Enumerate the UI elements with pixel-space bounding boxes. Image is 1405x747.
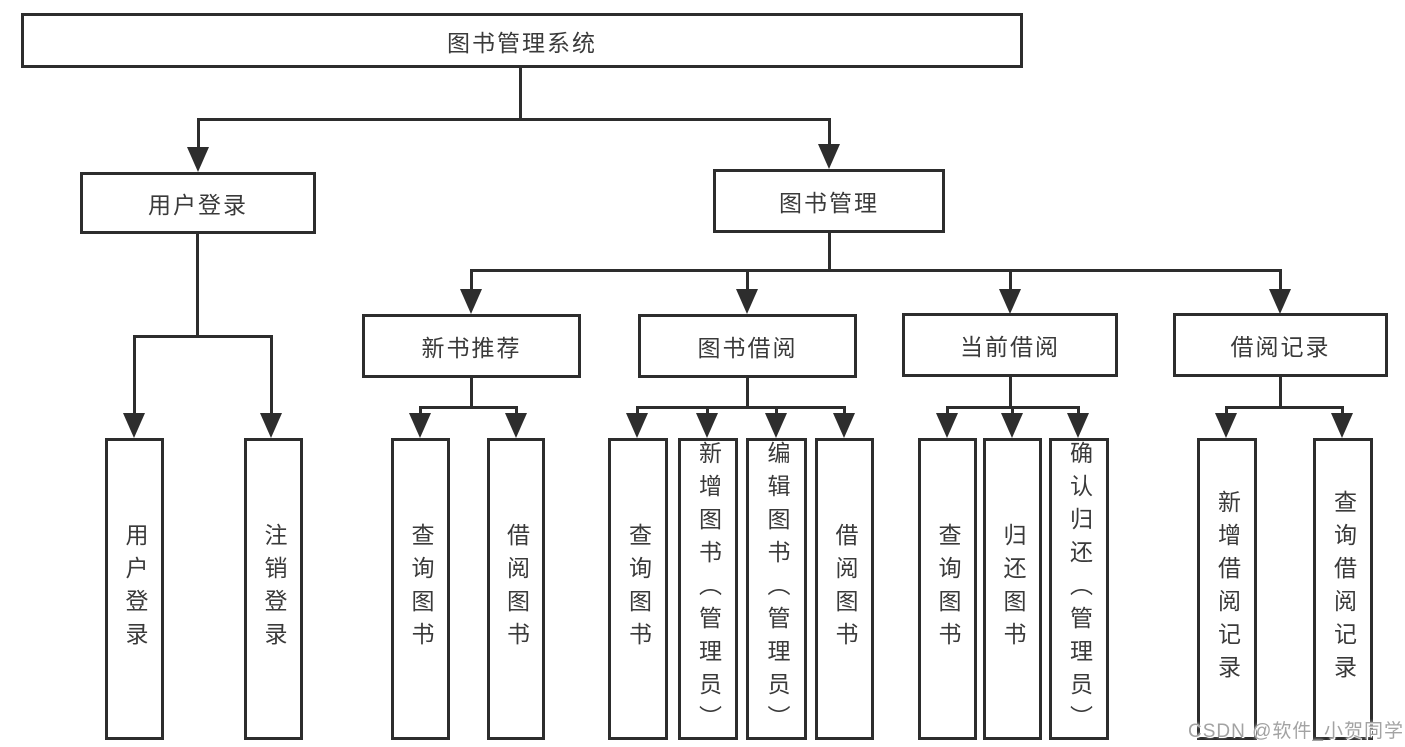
connector-stub-leaf [843,406,846,416]
leaf-confirm-return-admin: 确认归还（管理员） [1049,438,1109,740]
node-new-book-recommend: 新书推荐 [362,314,581,378]
connector-book-management-split [470,269,1281,272]
connector-stub-leaf [1225,406,1228,416]
node-root: 图书管理系统 [21,13,1023,68]
connector-new-book-split [419,406,518,409]
leaf-add-borrow-record: 新增借阅记录 [1197,438,1257,740]
node-label: 图书管理 [779,190,879,216]
arrowhead-icon [818,144,840,169]
leaf-label: 新增图书（管理员） [695,441,722,738]
connector-root-split [197,118,831,121]
leaf-label: 借阅图书 [503,523,530,655]
connector-user-login-drop [196,231,199,337]
connector-stub-level3 [470,269,473,292]
arrowhead-icon [1215,413,1237,438]
leaf-label: 归还图书 [1000,523,1026,655]
leaf-edit-books-admin: 编辑图书（管理员） [746,438,807,740]
leaf-label: 用户登录 [122,523,148,655]
node-label: 借阅记录 [1230,334,1331,360]
connector-borrow-records-split [1225,406,1344,409]
leaf-query-books-recommend: 查询图书 [391,438,450,740]
arrowhead-icon [626,413,648,438]
connector-stub-level3 [1279,269,1282,292]
node-label: 图书借阅 [697,335,798,361]
node-label: 当前借阅 [960,334,1060,360]
leaf-label: 查询借阅记录 [1330,490,1357,688]
connector-user-login-split [133,335,273,338]
connector-book-management-drop [828,231,831,271]
connector-stub-user-login [197,118,200,150]
arrowhead-icon [460,289,482,314]
leaf-label: 借阅图书 [832,523,858,655]
leaf-query-books-current: 查询图书 [918,438,977,740]
connector-stub-book-management [828,118,831,147]
connector-stub-leaf [946,406,949,416]
connector-book-borrow-split [636,406,846,409]
arrowhead-icon [765,413,787,438]
node-book-borrow: 图书借阅 [638,314,857,378]
arrowhead-icon [1067,413,1089,438]
connector-stub-leaf [515,406,518,416]
connector-new-book-drop [470,376,473,408]
node-label: 用户登录 [148,192,248,218]
leaf-label: 查询图书 [625,523,652,655]
connector-stub-leaf [706,406,709,416]
arrowhead-icon [1001,413,1023,438]
leaf-user-login: 用户登录 [105,438,164,740]
node-book-management: 图书管理 [713,169,945,233]
leaf-label: 确认归还（管理员） [1066,441,1093,738]
connector-current-borrow-drop [1009,375,1012,408]
connector-stub-leaf [1077,406,1080,416]
arrowhead-icon [696,413,718,438]
arrowhead-icon [1331,413,1353,438]
node-label: 新书推荐 [421,335,522,361]
connector-root-drop [519,66,522,120]
leaf-borrow-books: 借阅图书 [815,438,874,740]
connector-borrow-records-drop [1279,375,1282,408]
leaf-label: 注销登录 [261,523,287,655]
arrowhead-icon [833,413,855,438]
csdn-watermark: CSDN @软件_小贺同学 [1188,721,1404,742]
leaf-borrow-books-recommend: 借阅图书 [487,438,545,740]
connector-stub-leaf [270,335,273,416]
connector-stub-leaf [1011,406,1014,416]
leaf-return-books: 归还图书 [983,438,1042,740]
arrowhead-icon [505,413,527,438]
connector-stub-leaf [133,335,136,416]
connector-stub-level3 [1009,269,1012,292]
leaf-label: 编辑图书（管理员） [764,441,790,738]
connector-book-borrow-drop [746,376,749,408]
leaf-query-borrow-record: 查询借阅记录 [1313,438,1373,740]
node-root-label: 图书管理系统 [447,29,597,56]
arrowhead-icon [187,147,209,172]
arrowhead-icon [736,289,758,314]
connector-stub-leaf [1341,406,1344,416]
node-borrow-records: 借阅记录 [1173,313,1388,377]
leaf-logout: 注销登录 [244,438,303,740]
leaf-label: 新增借阅记录 [1214,490,1241,688]
connector-stub-leaf [636,406,639,416]
arrowhead-icon [123,413,145,438]
leaf-query-books-borrow: 查询图书 [608,438,668,740]
connector-stub-level3 [746,269,749,292]
connector-stub-leaf [419,406,422,416]
arrowhead-icon [1269,289,1291,314]
node-user-login: 用户登录 [80,172,316,234]
leaf-label: 查询图书 [935,523,961,655]
arrowhead-icon [936,413,958,438]
arrowhead-icon [260,413,282,438]
leaf-add-books-admin: 新增图书（管理员） [678,438,738,740]
arrowhead-icon [409,413,431,438]
connector-stub-leaf [775,406,778,416]
leaf-label: 查询图书 [408,523,434,655]
arrowhead-icon [999,289,1021,314]
node-current-borrow: 当前借阅 [902,313,1118,377]
